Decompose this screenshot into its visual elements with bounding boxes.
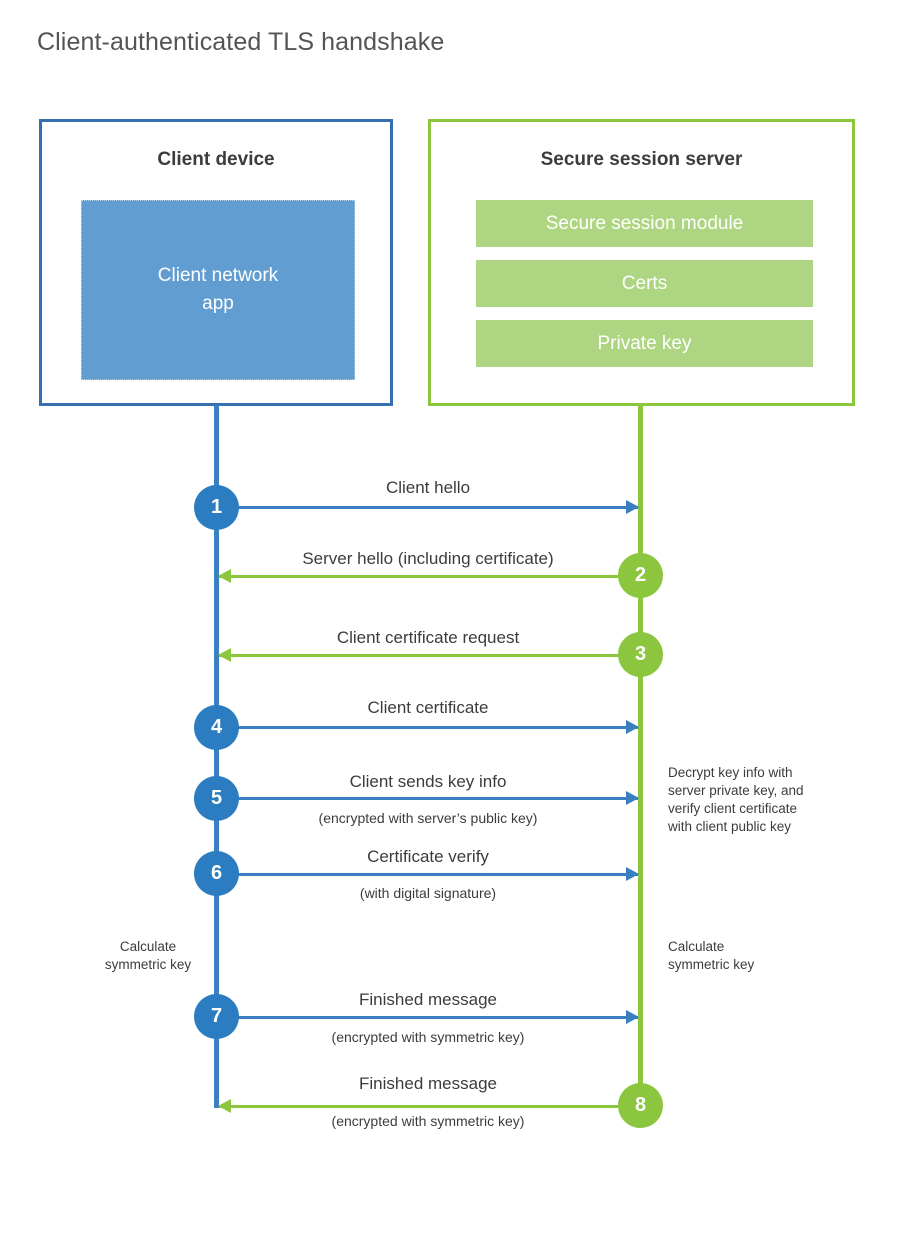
step-3-arrow xyxy=(218,648,641,662)
step-6-sublabel: (with digital signature) xyxy=(359,885,497,901)
step-1-label: Client hello xyxy=(385,478,471,497)
step-3-badge: 3 xyxy=(618,632,663,677)
step-7-arrow xyxy=(217,1010,639,1024)
server-calculate-note: Calculate symmetric key xyxy=(668,939,755,972)
client-lifeline xyxy=(214,405,219,1108)
step-7-badge: 7 xyxy=(194,994,239,1039)
step-5-sublabel: (encrypted with server’s public key) xyxy=(318,810,538,826)
step-7-label: Finished message xyxy=(359,990,497,1009)
step-2-label: Server hello (including certificate) xyxy=(302,549,554,568)
step-3-label: Client certificate request xyxy=(336,628,520,647)
step-8-badge: 8 xyxy=(618,1083,663,1128)
step-6-arrow xyxy=(217,867,639,881)
step-5-label: Client sends key info xyxy=(349,772,507,791)
server-lifeline xyxy=(638,405,643,1108)
secure-session-server-box: Secure session server Secure session mod… xyxy=(428,119,855,406)
step-8-arrow xyxy=(218,1099,641,1113)
step-8-label: Finished message xyxy=(359,1074,497,1093)
page-title: Client-authenticated TLS handshake xyxy=(37,28,445,56)
server-decrypt-note: Decrypt key info with server private key… xyxy=(668,765,804,834)
client-network-app-block: Client network app xyxy=(81,200,355,380)
step-5-arrow xyxy=(217,791,639,805)
step-2-arrow xyxy=(218,569,641,583)
secure-session-server-title: Secure session server xyxy=(540,149,743,170)
step-6-badge: 6 xyxy=(194,851,239,896)
server-module-private-key: Private key xyxy=(476,320,813,367)
step-4-label: Client certificate xyxy=(367,698,489,717)
step-4-badge: 4 xyxy=(194,705,239,750)
server-module-secure-session: Secure session module xyxy=(476,200,813,247)
step-4-arrow xyxy=(217,720,639,734)
step-8-sublabel: (encrypted with symmetric key) xyxy=(331,1113,525,1129)
server-module-certs: Certs xyxy=(476,260,813,307)
step-2-badge: 2 xyxy=(618,553,663,598)
step-1-badge: 1 xyxy=(194,485,239,530)
client-device-title: Client device xyxy=(157,149,275,170)
server-module-list: Secure session module Certs Private key xyxy=(476,200,813,367)
client-calculate-note: Calculate symmetric key xyxy=(104,939,192,972)
step-5-badge: 5 xyxy=(194,776,239,821)
client-device-box: Client device Client network app xyxy=(39,119,393,406)
step-6-label: Certificate verify xyxy=(367,847,489,866)
step-1-arrow xyxy=(217,500,639,514)
step-7-sublabel: (encrypted with symmetric key) xyxy=(331,1029,525,1045)
